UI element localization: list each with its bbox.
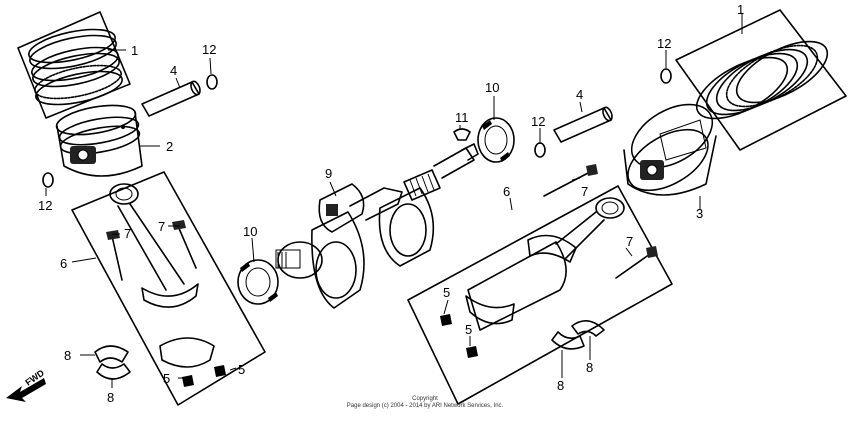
- copyright-line: Copyright: [412, 396, 438, 402]
- leader-lines: [45, 14, 743, 388]
- callout-12-a: 12: [202, 42, 216, 57]
- pin-clip-left-bottom[interactable]: [42, 172, 54, 188]
- forward-arrow-icon: [6, 378, 46, 402]
- piston-ring-set-left[interactable]: [17, 11, 131, 119]
- callout-8-a: 8: [64, 348, 71, 363]
- callout-6-left: 6: [60, 256, 67, 271]
- callout-12-b: 12: [38, 198, 52, 213]
- callout-7-c: 7: [581, 184, 588, 199]
- oil-seal-left[interactable]: [237, 259, 279, 305]
- piston-ring-set-right[interactable]: [675, 9, 847, 151]
- callout-1-right: 1: [737, 2, 744, 17]
- callout-5-a: 5: [163, 371, 170, 386]
- callout-5-c: 5: [443, 285, 450, 300]
- piston-pin-right[interactable]: [553, 106, 614, 143]
- callout-10-right: 10: [485, 80, 499, 95]
- callout-8-b: 8: [107, 390, 114, 405]
- page-design-line: Page design (c) 2004 - 2014 by ARI Netwo…: [346, 403, 504, 409]
- callout-12-c: 12: [531, 114, 545, 129]
- bearing-left-lower[interactable]: [96, 363, 131, 380]
- woodruff-key[interactable]: [453, 128, 471, 141]
- callout-7-d: 7: [626, 234, 633, 249]
- connecting-rod-assembly-left[interactable]: [71, 171, 266, 406]
- pin-clip-left-top[interactable]: [206, 74, 218, 90]
- piston-right[interactable]: [618, 91, 723, 202]
- bearing-right-upper[interactable]: [571, 320, 605, 337]
- callouts: 1 4 12 2 12 6 7 7 8 8 5 5 10 9 11 10 12 …: [38, 2, 744, 405]
- callout-8-d: 8: [586, 360, 593, 375]
- callout-8-c: 8: [557, 378, 564, 393]
- callout-10-left: 10: [243, 224, 257, 239]
- callout-2: 2: [166, 139, 173, 154]
- pin-clip-right-a[interactable]: [534, 142, 546, 158]
- callout-4-left: 4: [170, 63, 177, 78]
- callout-9: 9: [325, 166, 332, 181]
- callout-5-b: 5: [238, 362, 245, 377]
- pin-clip-right-b[interactable]: [660, 68, 672, 84]
- callout-6-right: 6: [503, 184, 510, 199]
- bearing-right-lower[interactable]: [551, 331, 585, 350]
- crankshaft[interactable]: [275, 143, 479, 309]
- callout-1-left: 1: [131, 43, 138, 58]
- bearing-left-upper[interactable]: [94, 345, 129, 363]
- callout-7-a: 7: [124, 226, 131, 241]
- callout-12-d: 12: [657, 36, 671, 51]
- callout-11: 11: [455, 110, 469, 125]
- callout-7-b: 7: [158, 219, 165, 234]
- callout-3: 3: [696, 206, 703, 221]
- callout-4-right: 4: [576, 87, 583, 102]
- copyright-footer: Copyright Page design (c) 2004 - 2014 by…: [0, 396, 850, 410]
- callout-5-d: 5: [465, 322, 472, 337]
- oil-seal-right[interactable]: [477, 117, 515, 163]
- piston-pin-left[interactable]: [141, 80, 202, 117]
- piston-left[interactable]: [54, 100, 143, 177]
- connecting-rod-assembly-right[interactable]: [407, 164, 673, 405]
